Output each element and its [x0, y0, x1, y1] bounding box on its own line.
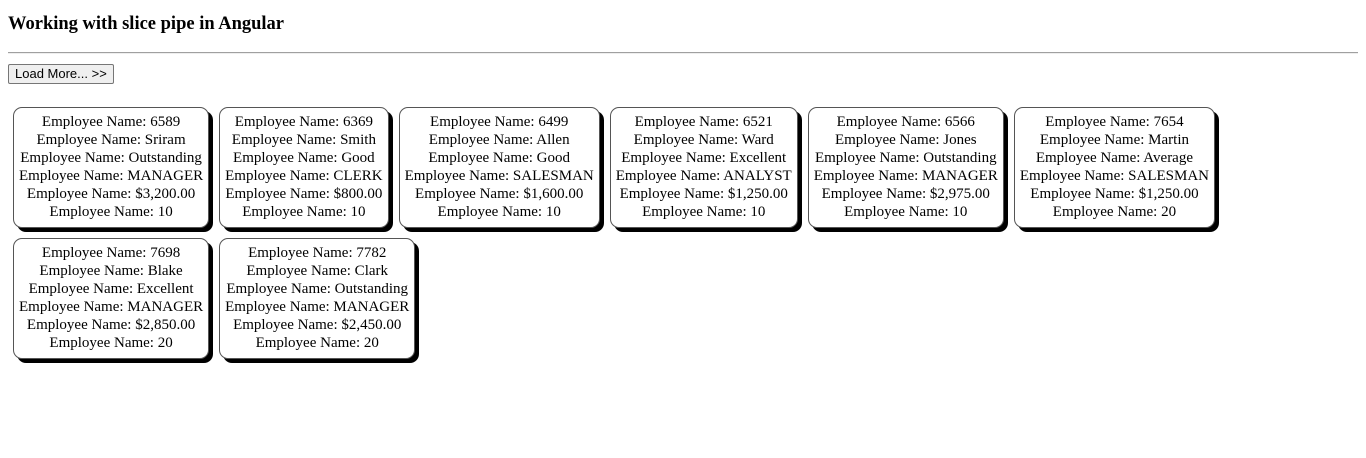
employee-card: Employee Name: 6566 Employee Name: Jones… [807, 107, 1004, 228]
employee-salary: Employee Name: $2,975.00 [821, 186, 990, 202]
employee-salary: Employee Name: $1,250.00 [619, 186, 788, 202]
employee-job: Employee Name: SALESMAN [404, 168, 594, 184]
employee-job: Employee Name: MANAGER [19, 168, 204, 184]
employee-id: Employee Name: 6499 [430, 114, 569, 130]
employee-salary: Employee Name: $2,850.00 [26, 317, 196, 333]
employee-name: Employee Name: Allen [428, 132, 570, 148]
employee-rating: Employee Name: Outstanding [814, 150, 997, 166]
employee-dept: Employee Name: 10 [844, 204, 968, 220]
employee-id: Employee Name: 7654 [1045, 114, 1184, 130]
employee-dept: Employee Name: 10 [49, 204, 173, 220]
divider [8, 52, 1358, 54]
employee-job: Employee Name: SALESMAN [1019, 168, 1209, 184]
employee-dept: Employee Name: 10 [242, 204, 366, 220]
employee-job: Employee Name: ANALYST [615, 168, 792, 184]
employee-name: Employee Name: Blake [39, 263, 183, 279]
employee-name: Employee Name: Smith [231, 132, 376, 148]
employee-rating: Employee Name: Excellent [621, 150, 787, 166]
employee-dept: Employee Name: 10 [642, 204, 766, 220]
employee-job: Employee Name: MANAGER [19, 299, 204, 315]
employee-id: Employee Name: 6521 [634, 114, 773, 130]
employee-id: Employee Name: 6369 [234, 114, 374, 130]
employee-id: Employee Name: 7698 [41, 245, 181, 261]
employee-id: Employee Name: 6589 [41, 114, 181, 130]
employee-rating: Employee Name: Outstanding [20, 150, 202, 166]
employee-id: Employee Name: 7782 [248, 245, 387, 261]
employee-salary: Employee Name: $1,250.00 [1030, 186, 1199, 202]
employee-rating: Employee Name: Outstanding [226, 281, 409, 297]
employee-dept: Employee Name: 20 [49, 335, 173, 351]
employee-salary: Employee Name: $3,200.00 [26, 186, 196, 202]
employee-card-list: Employee Name: 6589 Employee Name: Srira… [8, 107, 1333, 369]
employee-card: Employee Name: 7782 Employee Name: Clark… [219, 238, 416, 359]
employee-rating: Employee Name: Excellent [28, 281, 194, 297]
employee-card: Employee Name: 7698 Employee Name: Blake… [13, 238, 210, 359]
employee-name: Employee Name: Martin [1039, 132, 1189, 148]
employee-job: Employee Name: MANAGER [813, 168, 998, 184]
employee-name: Employee Name: Jones [834, 132, 977, 148]
employee-job: Employee Name: CLERK [225, 168, 383, 184]
employee-card: Employee Name: 6521 Employee Name: Ward … [609, 107, 798, 228]
employee-rating: Employee Name: Average [1035, 150, 1193, 166]
page-title: Working with slice pipe in Angular [8, 14, 285, 34]
employee-card: Employee Name: 6589 Employee Name: Srira… [13, 107, 210, 228]
employee-dept: Employee Name: 10 [437, 204, 561, 220]
employee-card: Employee Name: 7654 Employee Name: Marti… [1013, 107, 1215, 228]
employee-name: Employee Name: Clark [246, 263, 389, 279]
employee-card: Employee Name: 6499 Employee Name: Allen… [398, 107, 600, 228]
employee-card: Employee Name: 6369 Employee Name: Smith… [219, 107, 389, 228]
employee-name: Employee Name: Ward [633, 132, 774, 148]
employee-id: Employee Name: 6566 [836, 114, 975, 130]
employee-job: Employee Name: MANAGER [225, 299, 410, 315]
employee-salary: Employee Name: $1,600.00 [415, 186, 584, 202]
employee-salary: Employee Name: $2,450.00 [233, 317, 402, 333]
employee-name: Employee Name: Sriram [36, 132, 186, 148]
employee-rating: Employee Name: Good [428, 150, 570, 166]
employee-rating: Employee Name: Good [233, 150, 375, 166]
employee-dept: Employee Name: 20 [255, 335, 379, 351]
employee-salary: Employee Name: $800.00 [225, 186, 383, 202]
load-more-button[interactable]: Load More... >> [8, 64, 114, 84]
employee-dept: Employee Name: 20 [1052, 204, 1177, 220]
